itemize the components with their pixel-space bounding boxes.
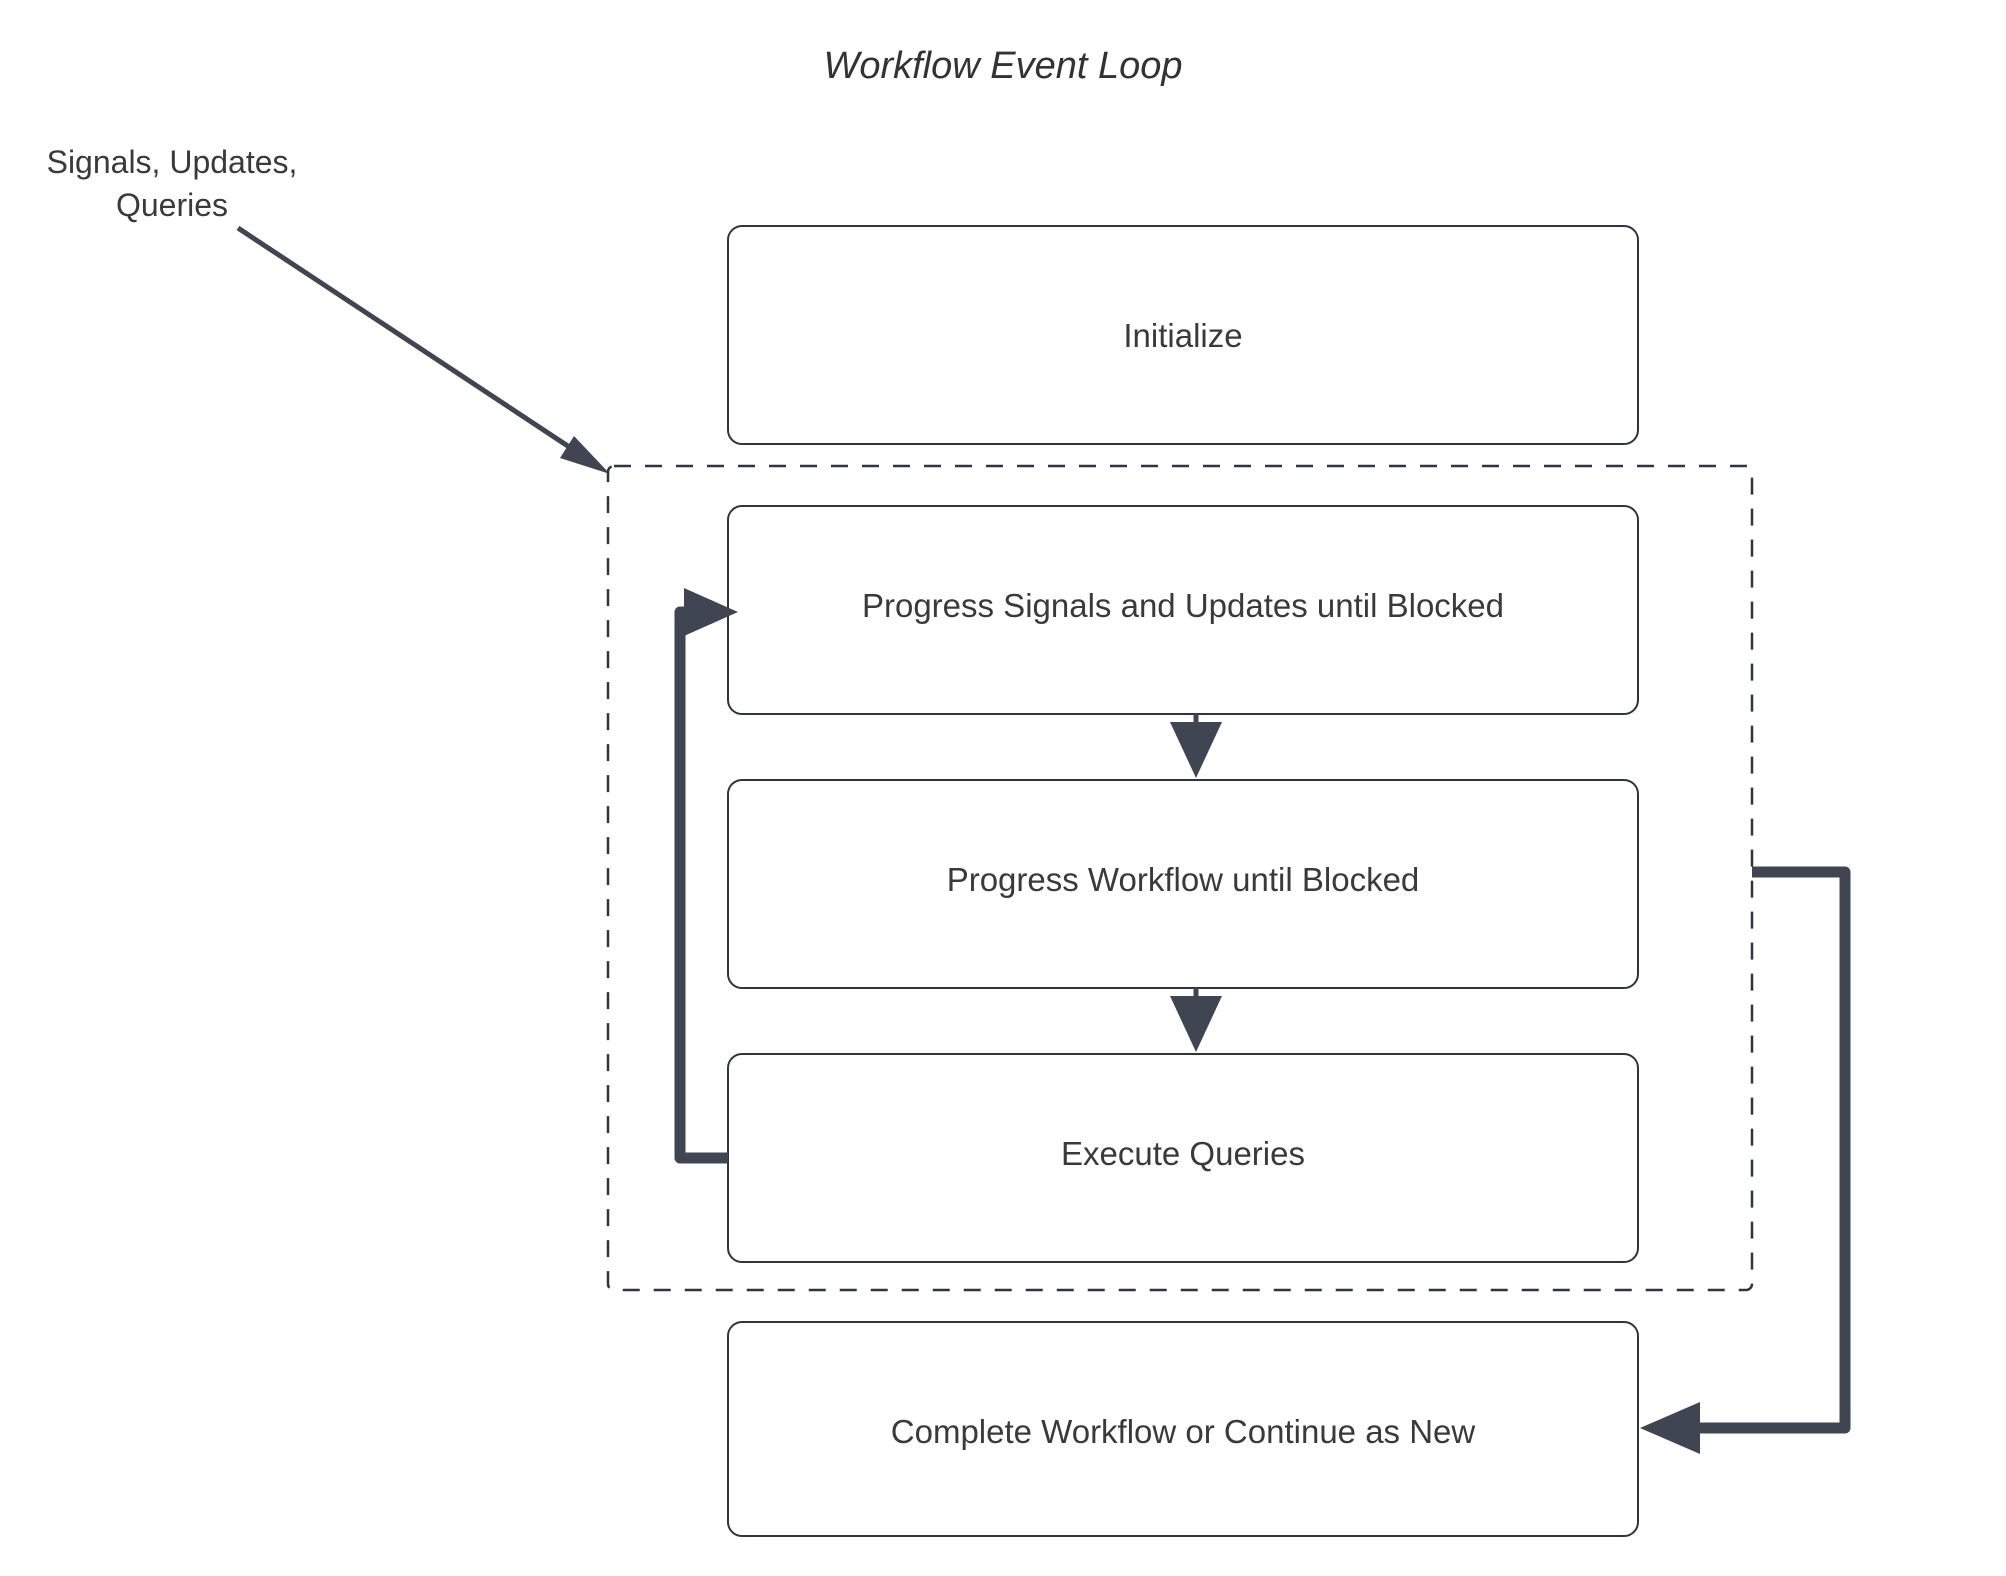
edge-loopback-arrowhead — [684, 588, 738, 636]
edge-loop-to-complete-arrowhead — [1640, 1402, 1700, 1454]
node-execute-queries-label: Execute Queries — [1061, 1135, 1305, 1172]
node-initialize[interactable] — [727, 225, 1639, 445]
node-initialize-label: Initialize — [1123, 317, 1242, 354]
node-progress-workflow[interactable] — [727, 779, 1639, 989]
node-complete-workflow-label: Complete Workflow or Continue as New — [891, 1413, 1476, 1450]
edge-inputs-to-loop-arrowhead — [560, 436, 610, 474]
edge-inputs-to-loop — [236, 225, 594, 465]
node-progress-workflow-label: Progress Workflow until Blocked — [947, 861, 1420, 898]
edge-loop-to-complete — [1700, 866, 1851, 1434]
node-progress-signals-label: Progress Signals and Updates until Block… — [862, 587, 1504, 624]
edge-loopback-to-signals — [674, 606, 728, 1164]
node-complete-workflow[interactable] — [727, 1321, 1639, 1537]
inputs-label-line1: Signals, Updates, — [47, 144, 298, 180]
edge-workflow-to-queries-arrowhead — [1170, 996, 1222, 1052]
diagram-title: Workflow Event Loop — [823, 45, 1182, 87]
edge-signals-to-workflow-arrowhead — [1170, 722, 1222, 778]
event-loop-container — [606, 464, 1754, 1292]
inputs-label-line2: Queries — [116, 187, 228, 223]
